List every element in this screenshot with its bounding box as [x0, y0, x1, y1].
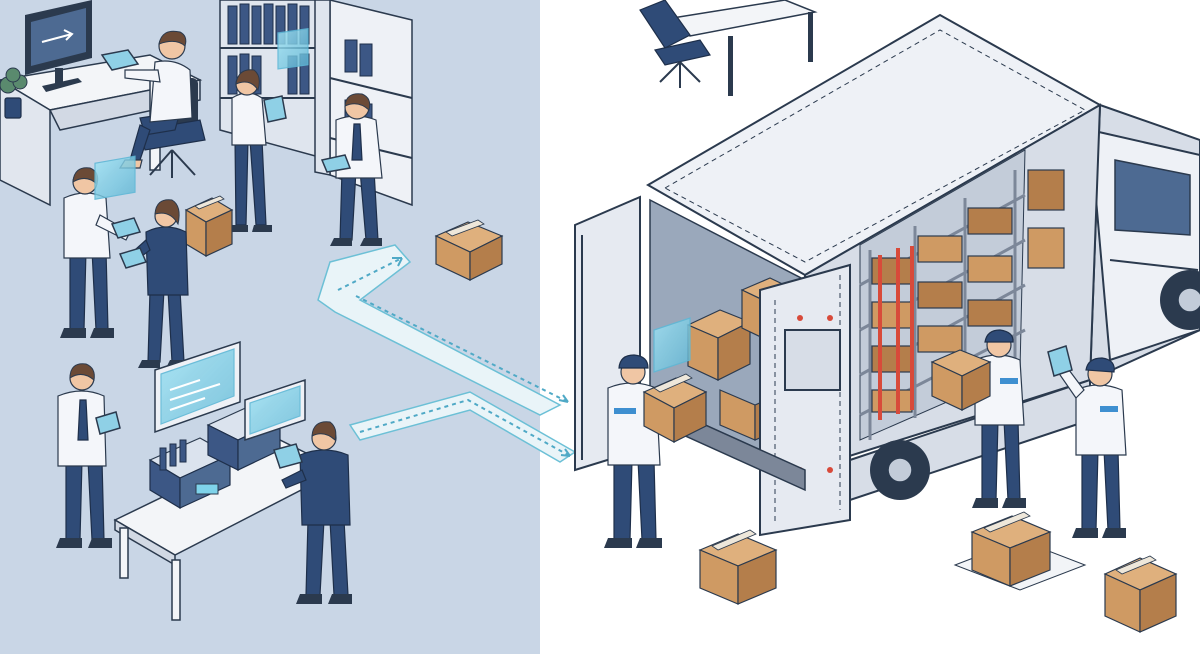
cardboard-box-icon: [434, 219, 504, 281]
seated-office-worker: [118, 30, 206, 178]
delivery-van-icon: [574, 13, 1200, 537]
man-with-holographic-tablet: [60, 155, 142, 338]
flow-path: [317, 244, 577, 463]
cardboard-box-icon: [184, 195, 234, 258]
cardboard-box-icon: [1103, 555, 1178, 633]
office-chair-icon: [639, 0, 711, 88]
cardboard-box-icon: [953, 511, 1087, 591]
man-reviewing-tablet: [56, 363, 121, 548]
operator-with-tablet: [273, 421, 352, 604]
loader-stacking-shelves: [930, 329, 1026, 508]
cardboard-box-icon: [698, 529, 778, 605]
woman-with-tablet: [228, 28, 309, 232]
manager-with-tablet: [320, 93, 383, 246]
loader-with-box: [604, 317, 708, 548]
tablet-icon: [100, 49, 140, 71]
plant-icon: [0, 67, 28, 119]
holographic-screen-icon: [154, 340, 306, 442]
woman-in-suit: [118, 199, 189, 368]
worker-with-scanner: [1047, 345, 1127, 538]
monitor-icon: [25, 0, 92, 92]
